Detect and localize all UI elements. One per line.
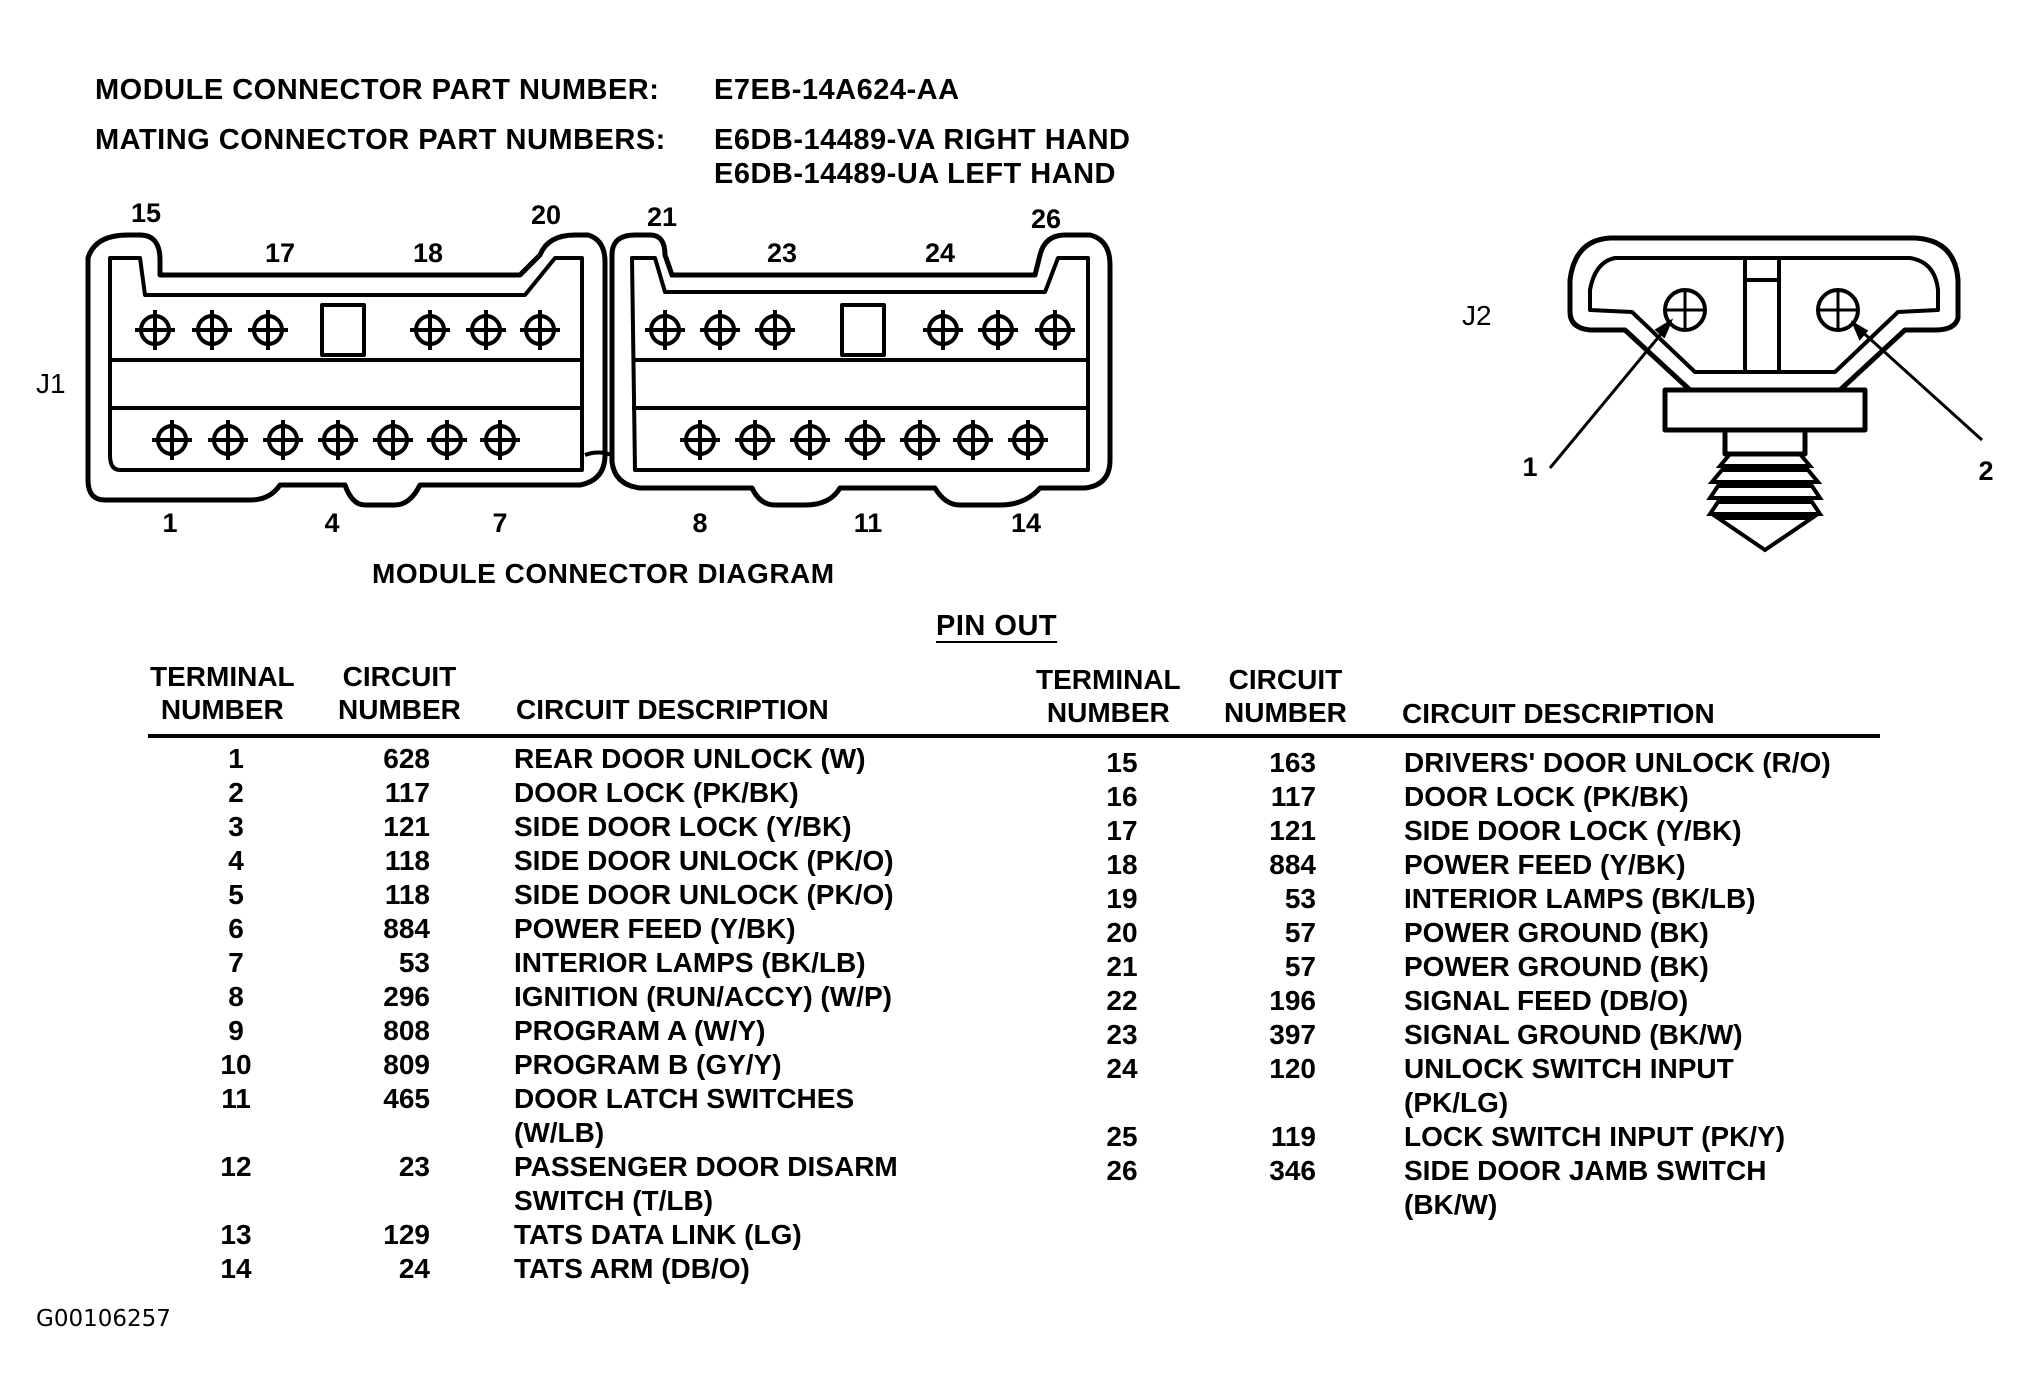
j1-latch [584, 450, 613, 457]
j2-pin-label-1: 1 [1522, 452, 1538, 482]
j2-housing-inner [1588, 256, 1940, 374]
j2-pin-label-2: 2 [1978, 456, 1994, 486]
j2-label: J2 [1462, 300, 1492, 331]
mating-connector-right: E6DB-14489-VA RIGHT HAND [714, 124, 1131, 156]
j2-pin-1 [1663, 288, 1707, 332]
pin-14 [1008, 420, 1048, 460]
pin-label-26: 26 [1030, 204, 1062, 234]
pin-11 [845, 420, 885, 460]
pin-label-23: 23 [766, 238, 798, 268]
j2-center-post [1743, 256, 1781, 374]
pinout-title: PIN OUT [936, 610, 1058, 642]
header-description-left: CIRCUIT DESCRIPTION [516, 694, 829, 725]
j2-neck [1722, 427, 1808, 457]
pin-24 [923, 310, 963, 350]
pin-23 [755, 310, 795, 350]
pin-label-14: 14 [1010, 508, 1042, 538]
pin-label-15: 15 [130, 198, 162, 228]
pin-7 [480, 420, 520, 460]
pin-label-20: 20 [530, 200, 562, 230]
pin-8 [680, 420, 720, 460]
pin-21 [645, 310, 685, 350]
pin-12 [900, 420, 940, 460]
pin-label-7: 7 [492, 508, 508, 538]
table-header-rule [148, 734, 1880, 738]
j2-connector [1567, 235, 1961, 457]
pin-label-8: 8 [692, 508, 708, 538]
header-circuit-left: CIRCUIT NUMBER [338, 661, 461, 725]
pin-26 [1035, 310, 1075, 350]
pin-15 [135, 310, 175, 350]
module-connector-value: E7EB-14A624-AA [714, 74, 960, 106]
pin-22 [700, 310, 740, 350]
pin-label-17: 17 [264, 238, 296, 268]
pin-16 [192, 310, 232, 350]
mating-connector-label: MATING CONNECTOR PART NUMBERS: [95, 124, 666, 156]
j2-threaded-stud [1706, 452, 1824, 553]
pin-6 [427, 420, 467, 460]
header-terminal-right: TERMINAL NUMBER [1036, 664, 1181, 728]
pin-13 [953, 420, 993, 460]
header-terminal-left: TERMINAL NUMBER [150, 661, 295, 725]
pin-label-11: 11 [853, 508, 883, 538]
pin-9 [735, 420, 775, 460]
pin-19 [466, 310, 506, 350]
figure-id: G00106257 [36, 1306, 171, 1332]
header-description-right: CIRCUIT DESCRIPTION [1402, 698, 1715, 729]
j1-key-right [840, 303, 886, 357]
pin-3 [263, 420, 303, 460]
j1-label: J1 [36, 368, 66, 399]
pin-4 [318, 420, 358, 460]
j2-pin-2 [1816, 288, 1860, 332]
pin-18 [410, 310, 450, 350]
diagram-caption: MODULE CONNECTOR DIAGRAM [372, 558, 835, 589]
module-connector-label: MODULE CONNECTOR PART NUMBER: [95, 74, 660, 106]
pin-25 [978, 310, 1018, 350]
j1-left-housing-inner [108, 256, 584, 472]
mating-connector-left: E6DB-14489-UA LEFT HAND [714, 158, 1116, 190]
connector-diagram [85, 232, 1984, 553]
pin-17 [248, 310, 288, 350]
j1-key-left [320, 303, 366, 357]
pin-label-24: 24 [924, 238, 956, 268]
pin-label-4: 4 [324, 508, 340, 538]
pin-2 [208, 420, 248, 460]
pin-10 [790, 420, 830, 460]
header-circuit-right: CIRCUIT NUMBER [1224, 664, 1347, 728]
j2-base [1662, 387, 1868, 433]
j1-right-housing-inner [630, 256, 1090, 472]
pin-label-18: 18 [412, 238, 444, 268]
pin-1 [152, 420, 192, 460]
j1-left-housing [85, 232, 608, 508]
pin-20 [520, 310, 560, 350]
pin-label-1: 1 [162, 508, 178, 538]
pin-label-21: 21 [646, 202, 678, 232]
j1-pins [135, 310, 1075, 460]
pin-5 [373, 420, 413, 460]
j1-right-housing [609, 232, 1113, 508]
